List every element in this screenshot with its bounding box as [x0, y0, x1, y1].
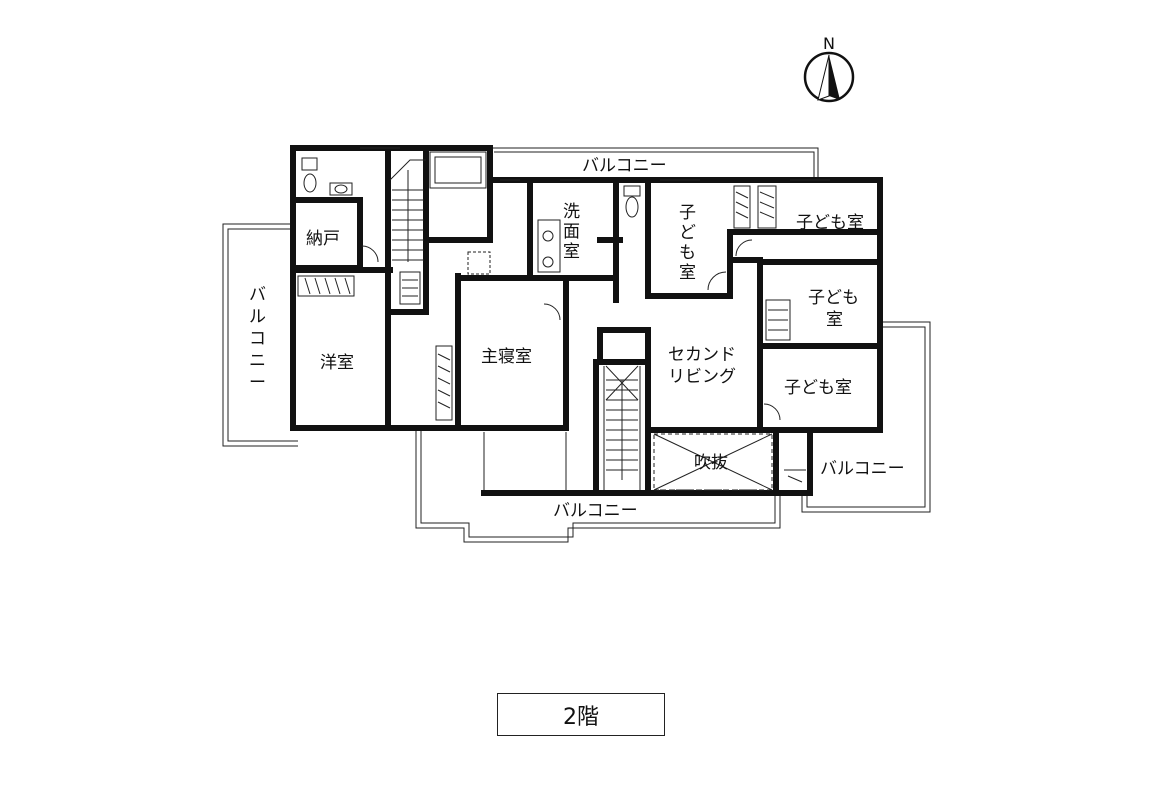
details [297, 147, 830, 491]
balcony-outlines [222, 147, 931, 543]
walls [290, 145, 883, 496]
void-label: 吹抜 [694, 453, 728, 473]
master-bedroom-label: 主寝室 [481, 346, 532, 367]
west-balcony-label-char-5: ー [249, 373, 266, 393]
kids-room-a-label-3: も [679, 243, 696, 263]
second-living-label-2: リビング [668, 367, 736, 387]
western-room-label: 洋室 [320, 353, 354, 373]
washroom-label-1: 洗 [563, 202, 580, 222]
kids-room-b-label: 子ども室 [796, 213, 864, 233]
room-labels: 納戸 洋室 主寝室 洗 面 室 子 ど も 室 子ども室 子ども 室 子ども室 … [306, 202, 864, 473]
east-balcony-label: バルコニー [820, 459, 905, 479]
north-label: N [823, 34, 835, 53]
west-balcony-label-char-2: ル [249, 307, 266, 327]
kids-room-a-label-2: ど [679, 223, 696, 243]
kids-room-a-label-4: 室 [679, 263, 696, 283]
kids-room-d-label: 子ども室 [784, 378, 852, 398]
storage-label: 納戸 [306, 229, 340, 249]
balcony-labels: バルコニー バルコニー バルコニー バ ル コ ニ ー [249, 154, 905, 522]
kids-room-c-label-2: 室 [826, 310, 843, 330]
south-balcony-label: バルコニー [553, 501, 638, 521]
west-balcony-label-char-3: コ [249, 329, 266, 349]
washroom-label-3: 室 [563, 242, 580, 262]
floor-label: 2階 [497, 693, 665, 736]
north-compass: N [803, 34, 855, 103]
west-balcony-label-char-4: ニ [249, 351, 266, 371]
second-living-label-1: セカンド [668, 345, 736, 365]
west-balcony-label-char-1: バ [249, 285, 266, 305]
kids-room-a-label-1: 子 [679, 203, 696, 223]
north-balcony-label: バルコニー [582, 156, 667, 176]
washroom-label-2: 面 [563, 222, 580, 242]
kids-room-c-label-1: 子ども [808, 288, 859, 308]
